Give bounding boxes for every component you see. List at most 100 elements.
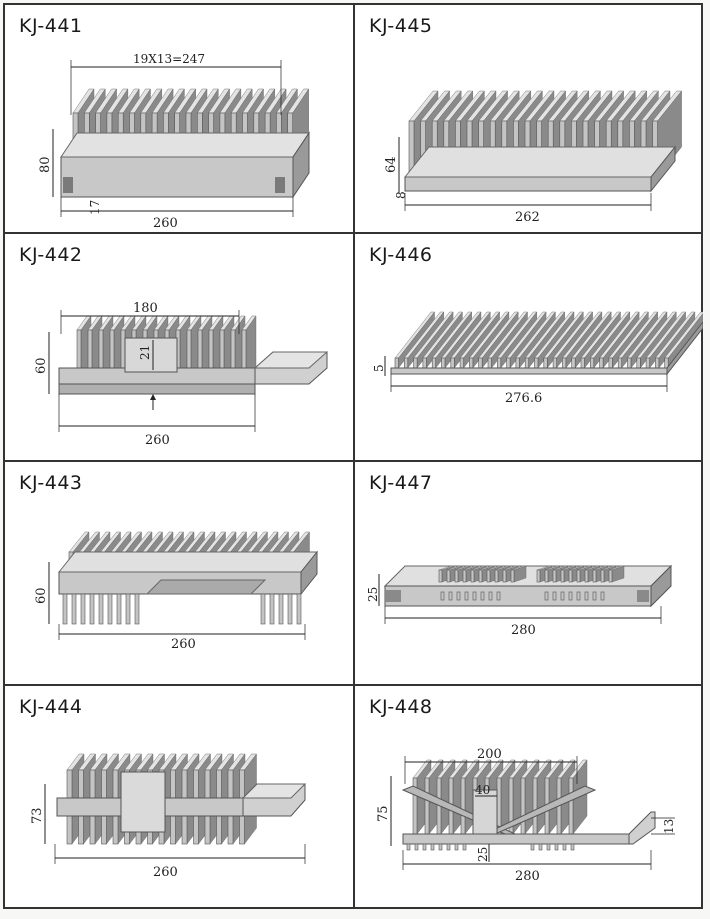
catalog-sheet: KJ-441 19X13=247 80 17 260 KJ-445 <box>3 3 703 909</box>
dim-inner: 180 <box>133 301 158 316</box>
fin <box>544 569 549 583</box>
fin <box>107 593 113 625</box>
fin <box>260 593 266 625</box>
dim-height: 73 <box>30 807 45 824</box>
fin <box>470 569 475 583</box>
fin <box>584 591 589 601</box>
model-card-kj-444[interactable]: KJ-444 73 260 <box>5 686 355 907</box>
fin <box>560 591 565 601</box>
fin <box>608 569 613 583</box>
fin <box>71 593 77 625</box>
fin <box>134 593 140 625</box>
fin <box>89 593 95 625</box>
fin <box>478 357 483 369</box>
model-code: KJ-445 <box>369 15 433 37</box>
fin <box>413 357 418 369</box>
fin <box>424 777 430 835</box>
dim-width: 276.6 <box>505 391 542 406</box>
fin <box>544 591 549 601</box>
dim-pitch: 19X13=247 <box>133 52 205 66</box>
fin <box>546 843 551 851</box>
model-card-kj-446[interactable]: KJ-446 5 276.6 <box>355 234 703 462</box>
dim-height: 5 <box>372 364 386 372</box>
fin <box>486 569 491 583</box>
dim-slot: 21 <box>138 345 152 360</box>
fin <box>568 591 573 601</box>
dim-width: 260 <box>171 637 196 652</box>
heatsink-drawing: 200 40 75 13 25 280 <box>376 747 676 884</box>
fin <box>460 777 466 835</box>
fin <box>580 357 585 369</box>
fin <box>570 843 575 851</box>
fin <box>62 593 68 625</box>
fin <box>599 357 604 369</box>
fin <box>450 357 455 369</box>
dim-width: 262 <box>515 210 540 225</box>
model-card-kj-445[interactable]: KJ-445 64 8 262 <box>355 5 703 234</box>
fin <box>438 569 443 583</box>
fin <box>534 357 539 369</box>
fin <box>655 357 660 369</box>
heatsink-drawing: 60 260 <box>34 531 319 652</box>
fin <box>532 777 538 835</box>
fin <box>480 591 485 601</box>
dim-height: 60 <box>34 587 49 604</box>
fin <box>431 357 436 369</box>
fin <box>456 591 461 601</box>
fin <box>469 357 474 369</box>
fin <box>520 777 526 835</box>
fin <box>536 569 541 583</box>
fin <box>600 569 605 583</box>
dim-base: 17 <box>88 200 102 215</box>
fin <box>576 591 581 601</box>
model-code: KJ-442 <box>19 244 83 266</box>
fin <box>478 569 483 583</box>
model-card-kj-441[interactable]: KJ-441 19X13=247 80 17 260 <box>5 5 355 234</box>
fin <box>497 357 502 369</box>
fin <box>440 591 445 601</box>
fin <box>394 357 399 369</box>
fin <box>562 843 567 851</box>
fin <box>448 591 453 601</box>
dim-width: 260 <box>153 216 178 231</box>
model-card-kj-442[interactable]: KJ-442 180 21 60 260 <box>5 234 355 462</box>
fin <box>80 593 86 625</box>
fin <box>636 357 641 369</box>
fin <box>560 569 565 583</box>
fin <box>472 591 477 601</box>
dim-flange: 13 <box>662 819 676 834</box>
fin <box>98 593 104 625</box>
fin <box>543 357 548 369</box>
fin <box>462 843 467 851</box>
dim-width: 260 <box>145 433 170 448</box>
fin <box>568 777 574 835</box>
fin <box>590 357 595 369</box>
dim-width: 280 <box>511 623 536 638</box>
fin <box>562 357 567 369</box>
model-card-kj-447[interactable]: KJ-447 25 280 <box>355 462 703 686</box>
fin <box>496 591 501 601</box>
fin <box>600 591 605 601</box>
fin <box>438 843 443 851</box>
fin <box>515 357 520 369</box>
fin <box>510 569 515 583</box>
fin <box>494 569 499 583</box>
dim-top: 200 <box>477 747 502 762</box>
heatsink-drawing: 180 21 60 260 <box>34 301 329 448</box>
fin <box>530 843 535 851</box>
fin <box>125 593 131 625</box>
fin <box>406 843 411 851</box>
fin <box>430 843 435 851</box>
fin <box>576 569 581 583</box>
model-card-kj-448[interactable]: KJ-448 200 40 75 13 25 280 <box>355 686 703 907</box>
fin <box>296 593 302 625</box>
dim-slot: 40 <box>475 783 490 797</box>
fin <box>462 569 467 583</box>
fin <box>422 843 427 851</box>
heatsink-drawing: 19X13=247 80 17 260 <box>38 52 310 231</box>
fin <box>454 843 459 851</box>
heatsink-drawing: 64 8 262 <box>384 90 683 225</box>
model-card-kj-443[interactable]: KJ-443 60 260 <box>5 462 355 686</box>
fin <box>627 357 632 369</box>
model-code: KJ-443 <box>19 472 83 494</box>
